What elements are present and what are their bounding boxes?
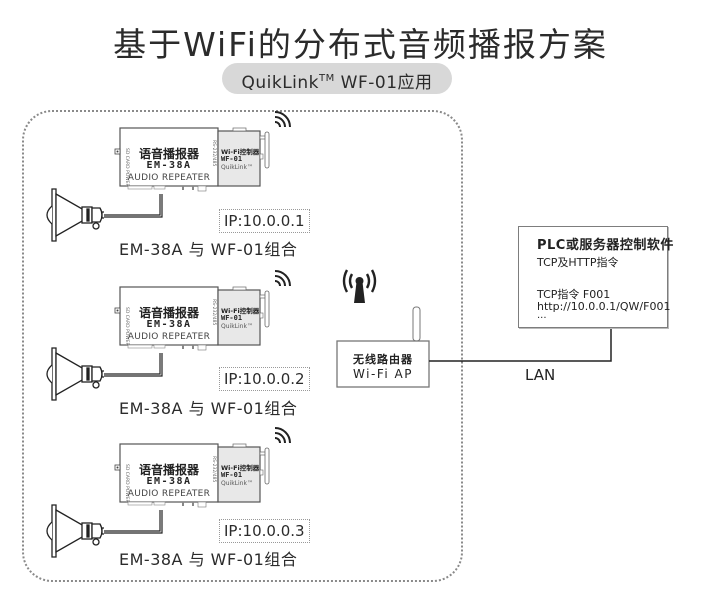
subtitle-rest: WF-01应用 bbox=[334, 73, 433, 93]
trademark-mark: TM bbox=[319, 73, 335, 84]
ip-address: IP:10.0.0.3 bbox=[219, 519, 310, 543]
router-antenna bbox=[412, 306, 421, 342]
controller-model: WF-01 bbox=[221, 471, 243, 479]
ip-address: IP:10.0.0.2 bbox=[219, 367, 310, 391]
repeater-name: 语音播报器 bbox=[138, 463, 199, 477]
http-command: http://10.0.0.1/QW/F001 bbox=[537, 300, 671, 313]
router-box bbox=[336, 340, 430, 388]
controller-model: WF-01 bbox=[221, 314, 243, 322]
controller-name: Wi-Fi控制器 bbox=[221, 307, 260, 315]
unit-label: EM-38A 与 WF-01组合 bbox=[119, 399, 298, 418]
ip-address: IP:10.0.0.1 bbox=[219, 209, 310, 233]
unit-label: EM-38A 与 WF-01组合 bbox=[119, 550, 298, 569]
control-software-title: PLC或服务器控制软件 bbox=[537, 238, 674, 253]
repeater-side-right: RS-232/485 bbox=[211, 456, 216, 483]
lan-label: LAN bbox=[525, 366, 556, 384]
router-type: Wi-Fi AP bbox=[353, 367, 413, 381]
repeater-model: EM-38A bbox=[146, 476, 192, 487]
repeater-side-left: SD CARD POWER bbox=[124, 464, 129, 503]
repeater-desc: AUDIO REPEATER bbox=[127, 489, 211, 499]
repeater-side-left: SD CARD POWER bbox=[124, 307, 129, 346]
repeater-model: EM-38A bbox=[146, 319, 192, 330]
repeater-desc: AUDIO REPEATER bbox=[127, 173, 211, 183]
page-title: 基于WiFi的分布式音频播报方案 bbox=[113, 25, 608, 64]
subtitle-badge: QuikLinkTM WF-01应用 bbox=[222, 63, 452, 94]
device-group-frame bbox=[22, 110, 463, 582]
repeater-desc: AUDIO REPEATER bbox=[127, 332, 211, 342]
control-software-box bbox=[518, 226, 668, 328]
controller-name: Wi-Fi控制器 bbox=[221, 464, 260, 472]
repeater-side-right: RS-232/485 bbox=[211, 140, 216, 167]
more-ellipsis: ... bbox=[537, 310, 547, 321]
controller-brand: QuikLink™ bbox=[221, 164, 253, 171]
repeater-side-right: RS-232/485 bbox=[211, 299, 216, 326]
controller-model: WF-01 bbox=[221, 155, 243, 163]
control-software-subtitle: TCP及HTTP指令 bbox=[537, 256, 619, 269]
repeater-side-left: SD CARD POWER bbox=[124, 148, 129, 187]
controller-brand: QuikLink™ bbox=[221, 323, 253, 330]
radio-tower-icon bbox=[342, 269, 377, 303]
controller-brand: QuikLink™ bbox=[221, 480, 253, 487]
unit-label: EM-38A 与 WF-01组合 bbox=[119, 240, 298, 259]
repeater-name: 语音播报器 bbox=[138, 306, 199, 320]
router-name: 无线路由器 bbox=[353, 353, 413, 366]
repeater-model: EM-38A bbox=[146, 160, 192, 171]
repeater-name: 语音播报器 bbox=[138, 147, 199, 161]
subtitle-brand: QuikLink bbox=[241, 73, 320, 93]
tcp-command: TCP指令 F001 bbox=[537, 288, 611, 301]
lan-cable bbox=[429, 328, 612, 362]
controller-name: Wi-Fi控制器 bbox=[221, 148, 260, 156]
